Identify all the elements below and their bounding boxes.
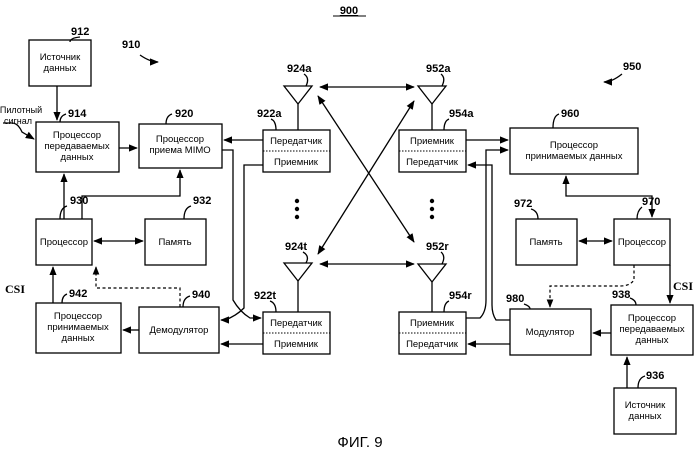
csi-label-right: CSI — [673, 279, 693, 293]
ref-912: 912 — [71, 26, 89, 38]
ref-924t-leader — [303, 252, 307, 263]
data-source-936-label: Источникданных — [625, 400, 666, 422]
rx-954a-label: Приемник — [410, 136, 455, 147]
tx-922t-label: Передатчик — [270, 318, 323, 329]
ref-954a: 954a — [449, 108, 474, 120]
data-source-912-label: Источникданных — [40, 52, 81, 74]
ref-932: 932 — [193, 195, 211, 207]
line-980-954a-tx — [468, 165, 510, 320]
rx-954r-label: Приемник — [410, 318, 455, 329]
ref-920: 920 — [175, 108, 193, 120]
rx-922t-label: Приемник — [274, 339, 319, 350]
ref-942-leader — [62, 294, 67, 303]
ref-960: 960 — [561, 108, 579, 120]
arrow-930-920 — [82, 170, 180, 219]
ellipsis-dot-right-3 — [430, 215, 434, 219]
ref-940: 940 — [192, 289, 210, 301]
ellipsis-dot-right-1 — [430, 199, 434, 203]
ref-932-leader — [184, 206, 191, 219]
processor-930-label: Процессор — [40, 237, 88, 248]
ref-920-leader — [166, 114, 172, 124]
tx-954r-label: Передатчик — [406, 339, 459, 350]
tx-954a-label: Передатчик — [406, 157, 459, 168]
ref-922t: 922t — [254, 290, 276, 302]
ref-952r: 952r — [426, 241, 449, 253]
ref-980-leader — [524, 304, 530, 309]
ellipsis-dot-right-2 — [430, 207, 434, 211]
ref-938: 938 — [612, 289, 630, 301]
demodulator-940-label: Демодулятор — [150, 325, 209, 336]
ellipsis-dot-left-1 — [295, 199, 299, 203]
ref-972: 972 — [514, 198, 532, 210]
ref-938-leader — [630, 298, 636, 305]
ref-954r-leader — [444, 301, 449, 312]
ref-954a-leader — [444, 119, 449, 130]
modulator-980-label: Модулятор — [526, 327, 575, 338]
memory-932-label: Память — [158, 237, 191, 248]
csi-label-left: CSI — [5, 282, 25, 296]
ellipsis-dot-left-3 — [295, 215, 299, 219]
ref-922a: 922a — [257, 108, 282, 120]
ref-914: 914 — [68, 108, 87, 120]
ellipsis-dot-left-2 — [295, 207, 299, 211]
ref-924t: 924t — [285, 241, 307, 253]
ref-910-leader — [140, 55, 158, 62]
antenna-924t — [284, 263, 312, 312]
antenna-924a — [284, 86, 312, 130]
dashed-arrow-940-930 — [96, 267, 180, 307]
ref-936-leader — [638, 376, 645, 388]
ref-952a-leader — [441, 74, 444, 86]
ref-922a-leader — [271, 119, 276, 130]
processor-970-label: Процессор — [618, 237, 666, 248]
ref-960-leader — [553, 114, 559, 128]
antenna-952r — [418, 264, 446, 312]
figure-number: 900 — [340, 5, 358, 17]
ref-954r: 954r — [449, 290, 472, 302]
line-954r-rx-960 — [466, 150, 508, 318]
ref-952r-leader — [441, 252, 444, 264]
ref-924a: 924a — [287, 63, 312, 75]
link-924t-952a — [318, 101, 414, 254]
antenna-952a — [418, 86, 446, 130]
ref-970: 970 — [642, 196, 660, 208]
ref-940-leader — [183, 296, 190, 307]
figure-caption: ФИГ. 9 — [337, 434, 382, 451]
ref-924a-leader — [304, 74, 308, 86]
ref-930: 930 — [70, 195, 88, 207]
tx-922a-label: Передатчик — [270, 136, 323, 147]
ref-950: 950 — [623, 61, 641, 73]
ref-936: 936 — [646, 370, 664, 382]
ref-910: 910 — [122, 39, 140, 51]
rx-922a-label: Приемник — [274, 157, 319, 168]
mimo-rx-processor-920-label: Процессорприема MIMO — [149, 134, 210, 156]
ref-942: 942 — [69, 288, 87, 300]
ref-950-leader — [604, 74, 622, 82]
ref-980: 980 — [506, 293, 524, 305]
ref-952a: 952a — [426, 63, 451, 75]
memory-972-label: Память — [529, 237, 562, 248]
ref-922t-leader — [270, 301, 276, 312]
ref-970-leader — [637, 207, 642, 219]
ref-914-leader — [60, 114, 66, 122]
ref-972-leader — [531, 209, 538, 219]
